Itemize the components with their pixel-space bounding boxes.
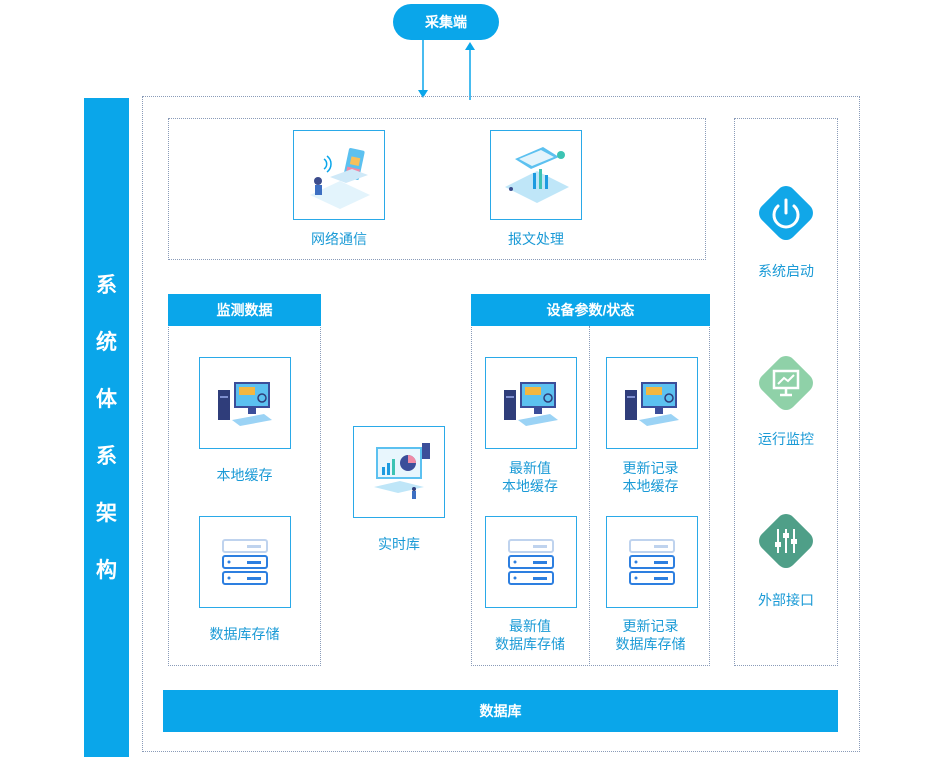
latest-db-box	[485, 516, 577, 608]
update-db-line1: 更新记录	[622, 618, 679, 634]
run-monitor-label: 运行监控	[758, 431, 814, 447]
packet-processing-label: 报文处理	[508, 231, 564, 247]
packet-illustration-icon	[505, 147, 569, 203]
database-label: 数据库	[479, 703, 522, 719]
server-icon	[629, 539, 675, 585]
packet-processing-box	[490, 130, 582, 220]
device-params-header: 设备参数/状态	[471, 294, 710, 326]
latest-db-line1: 最新值	[509, 618, 551, 634]
local-cache-box	[199, 357, 291, 449]
system-architecture-title: 系 统 体 系 架 构	[84, 98, 129, 757]
top-panel	[168, 118, 706, 260]
collector-node: 采集端	[393, 4, 499, 40]
right-panel	[734, 118, 838, 666]
latest-db-line2: 数据库存储	[495, 636, 565, 652]
update-cache-label: 更新记录 本地缓存	[591, 459, 710, 495]
device-params-title: 设备参数/状态	[546, 302, 635, 318]
title-char: 系	[96, 444, 117, 468]
computer-icon	[218, 382, 272, 426]
run-monitor-icon	[759, 356, 813, 410]
title-char: 统	[96, 330, 117, 354]
latest-cache-label: 最新值 本地缓存	[471, 459, 589, 495]
latest-cache-line2: 本地缓存	[502, 478, 558, 494]
outer-container	[142, 96, 860, 752]
monitor-data-header: 监测数据	[168, 294, 321, 326]
collector-arrows	[418, 40, 475, 100]
title-char: 体	[96, 387, 117, 411]
arrow-up-head	[465, 42, 475, 50]
update-cache-line2: 本地缓存	[622, 478, 679, 494]
computer-icon	[504, 382, 558, 426]
collector-label: 采集端	[425, 14, 467, 30]
realtime-db-label: 实时库	[378, 536, 420, 552]
computer-icon	[625, 382, 679, 426]
local-cache-label: 本地缓存	[216, 467, 273, 483]
server-icon	[222, 539, 268, 585]
db-storage-label: 数据库存储	[209, 626, 280, 642]
database-bar: 数据库	[163, 690, 838, 732]
external-interface-label: 外部接口	[758, 592, 814, 608]
network-comm-box	[293, 130, 385, 220]
latest-db-label: 最新值 数据库存储	[471, 617, 589, 653]
title-char: 架	[96, 501, 117, 525]
latest-cache-box	[485, 357, 577, 449]
update-cache-box	[606, 357, 698, 449]
update-db-line2: 数据库存储	[615, 636, 686, 652]
server-icon	[508, 539, 554, 585]
external-interface-icon	[759, 514, 813, 568]
device-panel-divider	[589, 326, 590, 666]
system-start-icon	[759, 186, 813, 240]
update-cache-line1: 更新记录	[622, 460, 679, 476]
update-db-label: 更新记录 数据库存储	[591, 617, 710, 653]
title-char: 构	[96, 558, 117, 582]
monitor-data-title: 监测数据	[216, 302, 273, 318]
system-start-label: 系统启动	[758, 263, 814, 279]
network-comm-label: 网络通信	[311, 231, 367, 247]
arrow-down-head	[418, 90, 428, 98]
db-storage-box	[199, 516, 291, 608]
realtime-dashboard-icon	[374, 443, 430, 499]
title-char: 系	[96, 273, 117, 297]
network-illustration-icon	[310, 148, 370, 209]
realtime-db-box	[353, 426, 445, 518]
latest-cache-line1: 最新值	[509, 460, 551, 476]
update-db-box	[606, 516, 698, 608]
